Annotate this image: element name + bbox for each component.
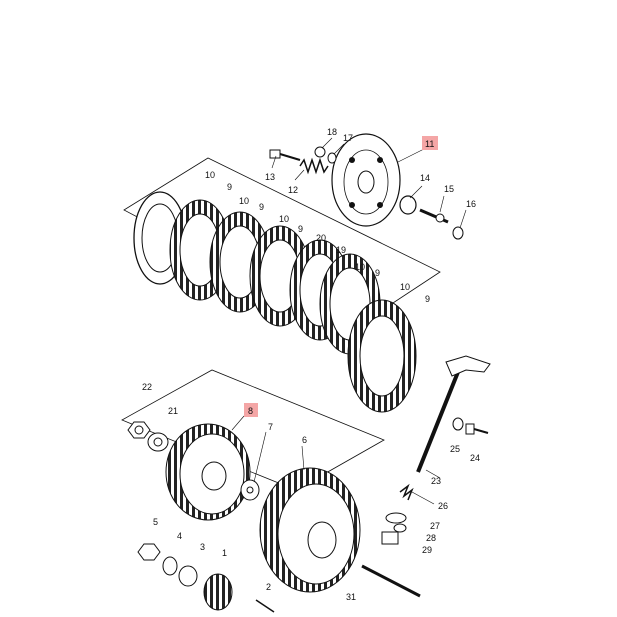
hub-group-frame bbox=[121, 369, 385, 491]
oring-25[interactable] bbox=[452, 417, 464, 431]
callout-1: 1 bbox=[222, 548, 227, 558]
callout-12: 12 bbox=[288, 185, 298, 195]
callout-17: 17 bbox=[343, 133, 353, 143]
callout-13: 13 bbox=[265, 172, 275, 182]
callout-28: 28 bbox=[426, 533, 436, 543]
friction-plate-stack bbox=[133, 191, 417, 413]
primary-driven-gear-6[interactable] bbox=[259, 467, 361, 593]
washer-7[interactable] bbox=[240, 479, 260, 501]
callout-7: 7 bbox=[268, 422, 273, 432]
push-rod-31[interactable] bbox=[361, 564, 421, 598]
spring-26[interactable] bbox=[399, 483, 414, 501]
gear-1[interactable] bbox=[203, 573, 233, 611]
bolt-24[interactable] bbox=[465, 423, 489, 435]
callout-9a: 9 bbox=[227, 182, 232, 192]
nut-18[interactable] bbox=[314, 146, 326, 158]
washer-28[interactable] bbox=[393, 523, 407, 533]
callout-8: 8 bbox=[248, 406, 253, 416]
lock-washer-21[interactable] bbox=[147, 432, 169, 452]
clutch-boss-8[interactable] bbox=[165, 423, 251, 521]
callout-14: 14 bbox=[420, 173, 430, 183]
push-lever-23[interactable] bbox=[416, 355, 491, 473]
callout-9d: 9 bbox=[375, 268, 380, 278]
washer-3[interactable] bbox=[178, 565, 198, 587]
callout-10b: 10 bbox=[239, 196, 249, 206]
callout-4: 4 bbox=[177, 531, 182, 541]
callout-16: 16 bbox=[466, 199, 476, 209]
callout-9e: 9 bbox=[425, 294, 430, 304]
callout-8-highlight bbox=[244, 403, 258, 417]
bearing-14[interactable] bbox=[399, 195, 417, 215]
callout-26: 26 bbox=[438, 501, 448, 511]
callout-6: 6 bbox=[302, 435, 307, 445]
callout-9c: 9 bbox=[298, 224, 303, 234]
callout-10d: 10 bbox=[355, 262, 365, 272]
callout-10e: 10 bbox=[400, 282, 410, 292]
callout-27: 27 bbox=[430, 521, 440, 531]
callout-20: 20 bbox=[316, 233, 326, 243]
callout-24: 24 bbox=[470, 453, 480, 463]
callout-22: 22 bbox=[142, 382, 152, 392]
part-2[interactable] bbox=[255, 599, 275, 613]
callout-10a: 10 bbox=[205, 170, 215, 180]
callout-21: 21 bbox=[168, 406, 178, 416]
callout-23: 23 bbox=[431, 476, 441, 486]
bolt-13[interactable] bbox=[269, 149, 301, 161]
circlip-27[interactable] bbox=[385, 512, 407, 524]
callout-3: 3 bbox=[200, 542, 205, 552]
washer-4[interactable] bbox=[162, 556, 178, 576]
callout-11: 11 bbox=[425, 139, 434, 149]
oring-16[interactable] bbox=[452, 226, 464, 240]
pressure-plate[interactable] bbox=[331, 133, 401, 227]
nut-22[interactable] bbox=[127, 421, 151, 439]
bushing-29[interactable] bbox=[381, 531, 399, 545]
spring-12[interactable] bbox=[299, 157, 329, 175]
callout-25: 25 bbox=[450, 444, 460, 454]
callout-18: 18 bbox=[327, 127, 337, 137]
callout-15: 15 bbox=[444, 184, 454, 194]
callout-11-highlight bbox=[422, 136, 438, 150]
callout-2: 2 bbox=[266, 582, 271, 592]
push-rod-15[interactable] bbox=[419, 208, 449, 224]
leader-lines bbox=[231, 137, 467, 505]
callout-31: 31 bbox=[346, 592, 356, 602]
nut-5[interactable] bbox=[137, 543, 161, 561]
callout-19: 19 bbox=[336, 245, 346, 255]
callout-5: 5 bbox=[153, 517, 158, 527]
callout-29: 29 bbox=[422, 545, 432, 555]
washer-17[interactable] bbox=[327, 152, 337, 164]
callout-9b: 9 bbox=[259, 202, 264, 212]
callout-10c: 10 bbox=[279, 214, 289, 224]
